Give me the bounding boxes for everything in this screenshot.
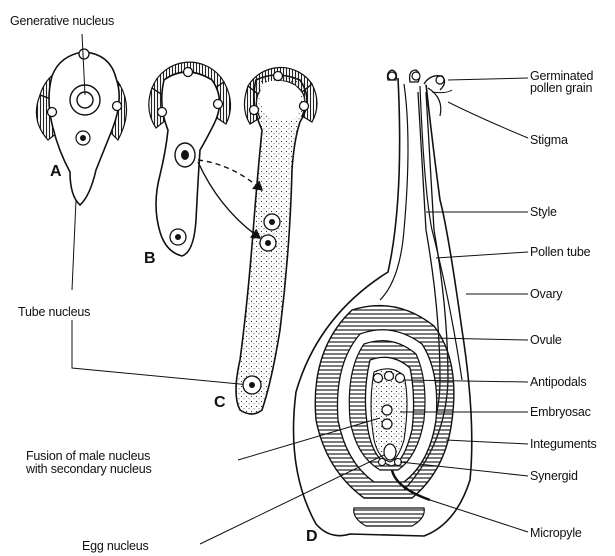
stage-label-c: C (214, 396, 225, 409)
tube-nucleus-line-c (72, 320, 250, 385)
label-style: Style (530, 206, 557, 219)
division-arrow-2 (198, 162, 260, 238)
stage-label-a: A (50, 165, 61, 178)
label-antipodals: Antipodals (530, 376, 586, 389)
label-fusion-line2: with secondary nucleus (26, 463, 152, 476)
pollen-grain-b (149, 62, 231, 256)
division-arrow (198, 160, 262, 190)
label-synergid: Synergid (530, 470, 578, 483)
label-germinated-2: pollen grain (530, 82, 592, 95)
tube-nucleus-line-a (72, 200, 76, 290)
label-egg-nucleus: Egg nucleus (82, 540, 149, 553)
pollen-tube-c (236, 67, 317, 414)
stage-label-b: B (144, 252, 155, 265)
label-stigma: Stigma (530, 134, 568, 147)
label-pollen-tube: Pollen tube (530, 246, 590, 259)
pollen-grain-a (36, 49, 126, 205)
label-ovule: Ovule (530, 334, 562, 347)
label-embryosac: Embryosac (530, 406, 591, 419)
label-generative-nucleus: Generative nucleus (10, 15, 114, 28)
label-integuments: Integuments (530, 438, 597, 451)
label-micropyle: Micropyle (530, 527, 582, 540)
pistil-d (294, 70, 472, 536)
label-tube-nucleus: Tube nucleus (18, 306, 90, 319)
label-ovary: Ovary (530, 288, 562, 301)
stage-label-d: D (306, 530, 317, 543)
